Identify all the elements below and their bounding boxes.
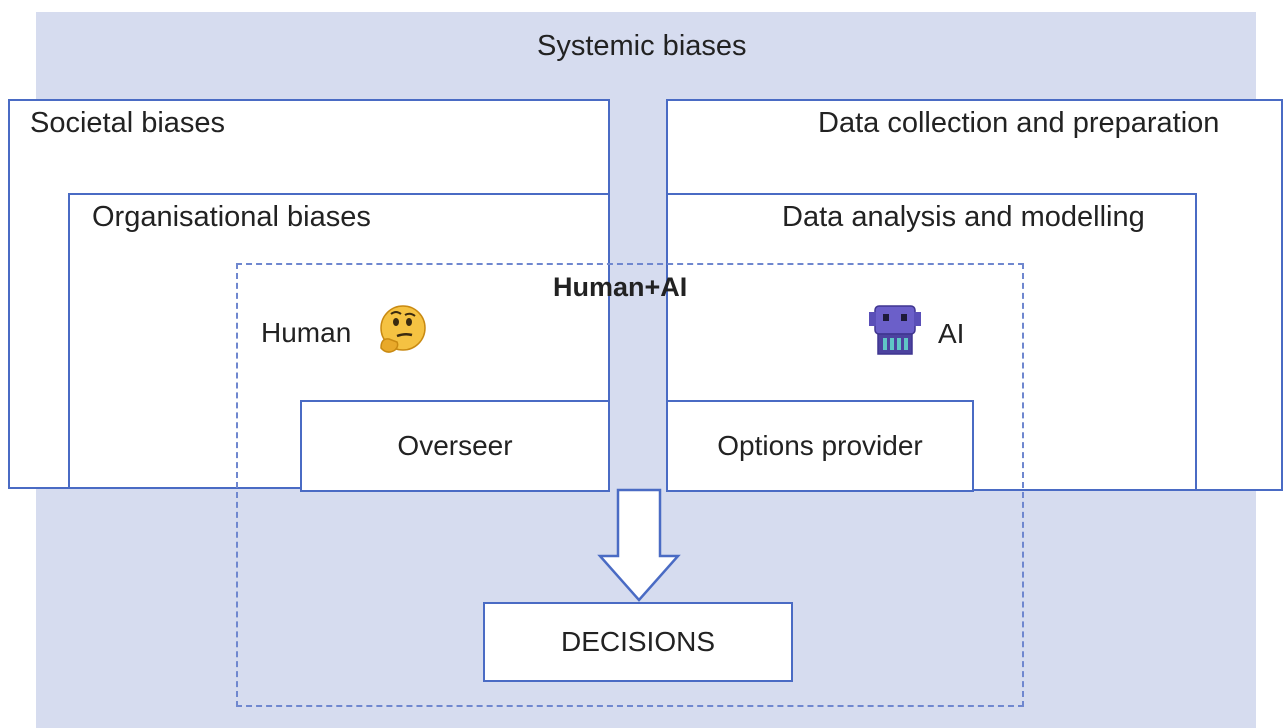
- organisational-biases-label: Organisational biases: [92, 201, 371, 233]
- ai-label: AI: [938, 318, 965, 349]
- societal-biases-label: Societal biases: [30, 107, 226, 139]
- decisions-box: DECISIONS: [483, 602, 793, 682]
- options-provider-label: Options provider: [717, 430, 923, 461]
- options-provider-box: Options provider: [666, 400, 974, 492]
- data-analysis-label: Data analysis and modelling: [782, 201, 1145, 233]
- data-collection-label: Data collection and preparation: [818, 107, 1220, 139]
- decisions-label: DECISIONS: [560, 626, 716, 657]
- systemic-biases-label: Systemic biases: [537, 30, 747, 62]
- overseer-box: Overseer: [300, 400, 610, 492]
- human-ai-label: Human+AI: [553, 272, 688, 302]
- overseer-label: Overseer: [397, 430, 513, 461]
- human-ai-region: [236, 263, 1024, 707]
- thinking-face-icon: [380, 305, 426, 353]
- robot-icon: [869, 305, 921, 355]
- down-arrow-icon: [597, 488, 681, 602]
- human-label: Human: [261, 317, 352, 348]
